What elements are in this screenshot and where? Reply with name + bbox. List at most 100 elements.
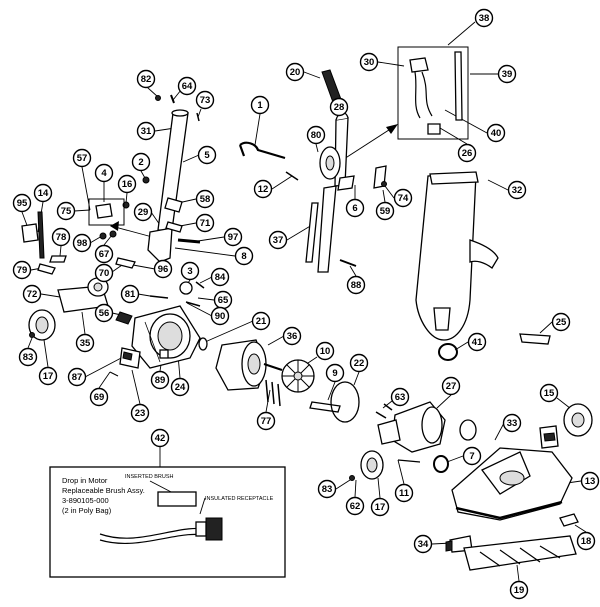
clip-box xyxy=(88,198,125,226)
dust-bag xyxy=(415,171,499,341)
callout-number: 75 xyxy=(61,206,72,217)
callout-number: 9 xyxy=(332,368,337,379)
callout-number: 1 xyxy=(257,100,263,111)
callout-number: 2 xyxy=(138,157,143,168)
callout-36: 36 xyxy=(282,326,302,346)
callout-number: 14 xyxy=(38,188,49,199)
callout-98: 98 xyxy=(72,233,92,253)
motor-housing xyxy=(131,305,201,369)
callout-29: 29 xyxy=(133,202,153,222)
callout-number: 59 xyxy=(380,206,391,217)
callout-number: 74 xyxy=(398,193,409,204)
arrows xyxy=(110,124,398,239)
callout-4: 4 xyxy=(94,163,114,183)
callout-83: 83 xyxy=(18,347,38,367)
callout-number: 6 xyxy=(352,203,357,214)
callout-15: 15 xyxy=(539,383,559,403)
fan-housing xyxy=(377,401,446,453)
inset-title-2: Replaceable Brush Assy. xyxy=(62,486,145,495)
callout-number: 79 xyxy=(17,265,28,276)
callout-31: 31 xyxy=(136,121,156,141)
callout-9: 9 xyxy=(325,363,345,383)
callout-number: 82 xyxy=(141,74,152,85)
callout-38: 38 xyxy=(474,8,494,28)
callout-number: 28 xyxy=(334,102,345,113)
callout-number: 77 xyxy=(261,416,272,427)
inset-part-number: 3-890105-000 xyxy=(62,496,109,505)
callout-number: 84 xyxy=(215,272,226,283)
callout-70: 70 xyxy=(94,263,114,283)
callout-89: 89 xyxy=(150,370,170,390)
handle-tube xyxy=(157,109,189,231)
callout-number: 24 xyxy=(175,382,186,393)
callout-number: 20 xyxy=(290,67,301,78)
callout-number: 16 xyxy=(122,179,133,190)
callout-number: 26 xyxy=(462,148,473,159)
callout-97: 97 xyxy=(223,227,243,247)
callout-6: 6 xyxy=(345,198,365,218)
callout-number: 63 xyxy=(395,392,406,403)
callout-number: 11 xyxy=(399,488,410,499)
callout-number: 5 xyxy=(204,150,210,161)
callout-number: 36 xyxy=(287,331,298,342)
callout-7: 7 xyxy=(462,446,482,466)
callout-number: 42 xyxy=(155,433,166,444)
callout-number: 41 xyxy=(472,337,483,348)
callout-number: 70 xyxy=(99,268,110,279)
nozzle-base xyxy=(451,447,573,521)
callout-number: 32 xyxy=(512,185,523,196)
callout-number: 34 xyxy=(418,539,429,550)
callout-73: 73 xyxy=(195,90,215,110)
callout-83: 83 xyxy=(317,479,337,499)
callout-number: 15 xyxy=(544,388,555,399)
callout-84: 84 xyxy=(210,267,230,287)
handle-grip xyxy=(147,227,173,263)
callout-number: 71 xyxy=(200,218,211,229)
callout-number: 73 xyxy=(200,95,211,106)
callout-number: 57 xyxy=(77,153,88,164)
callout-number: 7 xyxy=(469,451,474,462)
callout-65: 65 xyxy=(213,290,233,310)
callout-22: 22 xyxy=(349,353,369,373)
callout-80: 80 xyxy=(306,125,326,145)
callout-number: 23 xyxy=(135,408,146,419)
callout-number: 69 xyxy=(94,392,105,403)
callout-number: 4 xyxy=(101,168,107,179)
callout-number: 22 xyxy=(354,358,365,369)
callout-number: 33 xyxy=(507,418,518,429)
callout-number: 40 xyxy=(491,128,502,139)
callout-3: 3 xyxy=(180,261,200,281)
callout-number: 18 xyxy=(581,536,592,547)
callout-20: 20 xyxy=(285,62,305,82)
wheel-right xyxy=(349,450,421,481)
callout-34: 34 xyxy=(413,534,433,554)
bottom-plate xyxy=(463,535,577,571)
callout-number: 83 xyxy=(23,352,34,363)
callout-14: 14 xyxy=(33,183,53,203)
callout-number: 65 xyxy=(218,295,229,306)
wheel-left xyxy=(28,309,56,341)
callout-number: 98 xyxy=(77,238,88,249)
callout-88: 88 xyxy=(346,275,366,295)
callout-25: 25 xyxy=(551,312,571,332)
callout-63: 63 xyxy=(390,387,410,407)
callout-number: 3 xyxy=(187,266,192,277)
cord-switch-box xyxy=(397,46,469,140)
callout-number: 27 xyxy=(446,381,457,392)
callout-26: 26 xyxy=(457,143,477,163)
callout-12: 12 xyxy=(253,179,273,199)
callout-77: 77 xyxy=(256,411,276,431)
callout-number: 17 xyxy=(375,502,386,513)
callout-64: 64 xyxy=(177,76,197,96)
callout-number: 39 xyxy=(502,69,513,80)
callout-16: 16 xyxy=(117,174,137,194)
callout-number: 64 xyxy=(182,81,193,92)
callout-10: 10 xyxy=(315,341,335,361)
callout-13: 13 xyxy=(580,471,600,491)
fan xyxy=(281,359,315,393)
callout-number: 97 xyxy=(228,232,239,243)
callout-69: 69 xyxy=(89,387,109,407)
callout-labels: 1234567891011121314151617171819202122232… xyxy=(12,8,600,600)
callout-78: 78 xyxy=(51,227,71,247)
callout-number: 25 xyxy=(556,317,567,328)
